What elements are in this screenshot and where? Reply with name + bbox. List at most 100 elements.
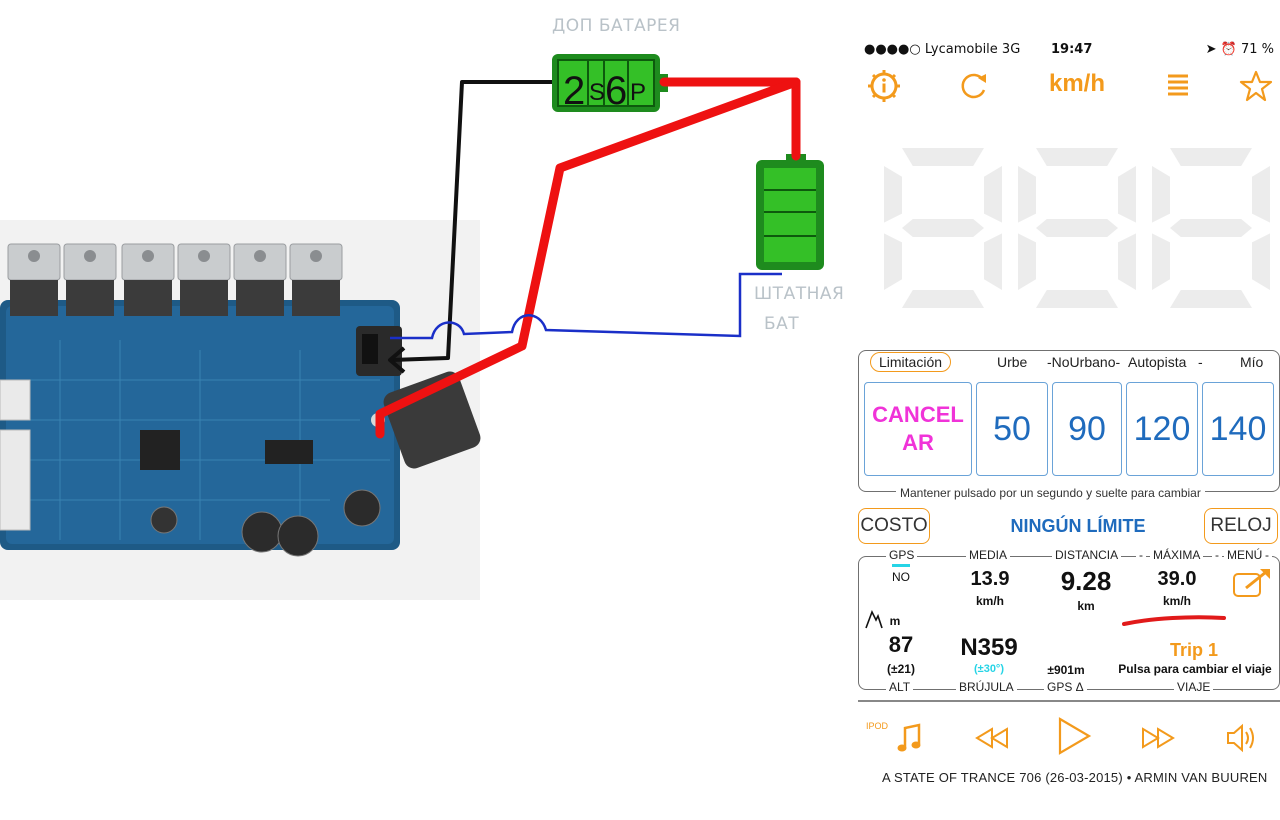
gps-delta-value: ±901m xyxy=(1047,663,1085,677)
clock: 19:47 xyxy=(1051,42,1093,57)
distancia-unit: km xyxy=(1077,599,1095,613)
list-icon[interactable] xyxy=(1160,68,1196,104)
display-segment xyxy=(1252,166,1270,223)
gps-value: NO xyxy=(892,570,910,584)
share-menu-icon[interactable] xyxy=(1230,566,1274,600)
player-divider xyxy=(858,700,1280,702)
limit-90-button[interactable]: 90 xyxy=(1052,382,1122,476)
stock-battery-label-line1: ШТАТНАЯ xyxy=(754,284,845,304)
display-segment xyxy=(884,166,902,223)
altitude-unit: m xyxy=(889,614,901,628)
limit-120-button[interactable]: 120 xyxy=(1126,382,1198,476)
fast-forward-icon[interactable] xyxy=(1140,726,1176,750)
display-segment xyxy=(1170,290,1252,308)
display-segment xyxy=(1170,148,1252,166)
limit-hint-text: Mantener pulsado por un segundo y suelte… xyxy=(896,486,1205,500)
battery-config-letter-p: P xyxy=(630,79,646,106)
diagram-canvas: 2 S 6 P xyxy=(0,54,824,600)
menu-label: MENÚ xyxy=(1224,548,1266,562)
altitude-accuracy: (±21) xyxy=(887,662,915,676)
compass-heading: N359 xyxy=(960,634,1018,661)
limit-status-title: NINGÚN LÍMITE xyxy=(1010,516,1146,536)
extra-battery-label: ДОП БАТАРЕЯ xyxy=(552,16,681,36)
display-segment xyxy=(884,233,902,290)
star-icon[interactable] xyxy=(1238,68,1274,104)
volume-icon[interactable] xyxy=(1224,722,1260,754)
display-segment xyxy=(1036,290,1118,308)
carrier-status: ●●●●○ Lycamobile 3G xyxy=(864,42,1021,57)
display-segment xyxy=(1170,219,1252,237)
display-segment xyxy=(902,290,984,308)
gps-delta-label: GPS Δ xyxy=(1044,680,1087,694)
tab-urbe[interactable]: Urbe xyxy=(994,354,1031,370)
compass-accuracy: (±30°) xyxy=(974,663,1004,675)
battery-config-letter-s: S xyxy=(589,79,605,106)
altitude-value: 87 xyxy=(888,632,914,657)
play-icon[interactable] xyxy=(1056,716,1092,756)
tab-limitacion[interactable]: Limitación xyxy=(870,352,952,372)
maxima-unit: km/h xyxy=(1162,594,1191,608)
media-value: 13.9 xyxy=(970,568,1010,590)
display-segment xyxy=(902,219,984,237)
alt-label: ALT xyxy=(886,680,914,694)
distancia-value: 9.28 xyxy=(1060,566,1112,596)
limit-50-button[interactable]: 50 xyxy=(976,382,1048,476)
positive-wire xyxy=(375,77,801,439)
battery-config-digit-1: 2 xyxy=(563,69,585,113)
red-underline-annotation xyxy=(1122,615,1226,626)
display-segment xyxy=(1018,166,1036,223)
display-segment xyxy=(1252,233,1270,290)
stat-separator: - xyxy=(1136,548,1146,562)
speedometer-app: ●●●●○ Lycamobile 3G 19:47 ➤ ⏰ 71 % km/h … xyxy=(858,36,1280,820)
rewind-icon[interactable] xyxy=(974,726,1010,750)
now-playing-track: A STATE OF TRANCE 706 (26-03-2015) • ARM… xyxy=(882,770,1268,785)
display-segment xyxy=(902,148,984,166)
maxima-label: MÁXIMA xyxy=(1150,548,1204,562)
stat-separator: - xyxy=(1262,548,1272,562)
display-segment xyxy=(1018,233,1036,290)
tab-separator: - xyxy=(1198,354,1203,370)
trip-title[interactable]: Trip 1 xyxy=(1169,640,1218,660)
ipod-label: IPOD xyxy=(866,721,889,731)
stock-battery-label-line2: БАТ xyxy=(764,314,800,334)
info-icon[interactable] xyxy=(866,68,902,104)
battery-status: ➤ ⏰ 71 % xyxy=(1205,42,1274,57)
wiring-diagram: 2 S 6 P xyxy=(0,16,845,600)
costo-button[interactable]: COSTO xyxy=(858,508,930,544)
gps-indicator-bar xyxy=(892,564,910,567)
tab-mio[interactable]: Mío xyxy=(1238,354,1266,370)
stat-separator: - xyxy=(1212,548,1222,562)
display-segment xyxy=(984,233,1002,290)
negative-wire xyxy=(388,80,552,374)
display-segment xyxy=(1152,233,1170,290)
speed-display xyxy=(884,148,1270,308)
tab-autopista[interactable]: Autopista xyxy=(1128,354,1187,370)
music-note-icon[interactable] xyxy=(896,722,924,754)
reloj-button[interactable]: RELOJ xyxy=(1204,508,1278,544)
limit-140-button[interactable]: 140 xyxy=(1202,382,1274,476)
controller-board-photo xyxy=(0,243,481,557)
mountain-icon xyxy=(865,610,883,629)
trip-hint: Pulsa para cambiar el viaje xyxy=(1118,662,1272,676)
distancia-label: DISTANCIA xyxy=(1052,548,1122,562)
brujula-label: BRÚJULA xyxy=(956,680,1017,694)
signal-wire xyxy=(390,272,782,340)
display-segment xyxy=(1118,233,1136,290)
display-segment xyxy=(1152,166,1170,223)
units-toggle[interactable]: km/h xyxy=(1048,70,1105,97)
display-segment xyxy=(1118,166,1136,223)
media-label: MEDIA xyxy=(966,548,1011,562)
refresh-icon[interactable] xyxy=(956,68,992,104)
battery-config-digit-2: 6 xyxy=(605,69,627,113)
display-segment xyxy=(1036,148,1118,166)
gps-label: GPS xyxy=(886,548,918,562)
display-segment xyxy=(984,166,1002,223)
display-segment xyxy=(1036,219,1118,237)
maxima-value: 39.0 xyxy=(1157,568,1197,590)
media-unit: km/h xyxy=(975,594,1004,608)
tab-nourbano[interactable]: -NoUrbano- xyxy=(1047,354,1121,370)
extra-battery xyxy=(552,54,668,112)
viaje-label: VIAJE xyxy=(1174,680,1214,694)
stock-battery xyxy=(756,154,824,270)
